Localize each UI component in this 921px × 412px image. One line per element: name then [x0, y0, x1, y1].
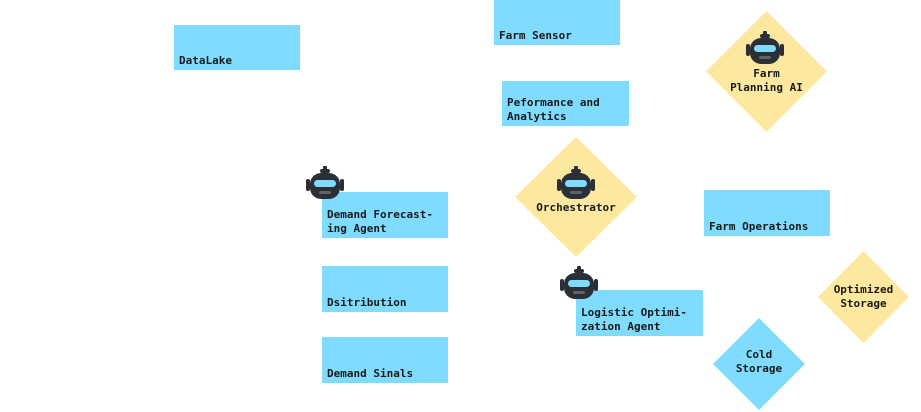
node-label: Farm Sensor [499, 29, 572, 42]
node-distribution[interactable]: Dsitribution [322, 266, 448, 312]
node-label: Dsitribution [327, 296, 407, 309]
diamond-shape [818, 251, 909, 343]
node-farm-sensor[interactable]: Farm Sensor [494, 0, 620, 45]
node-performance-analytics[interactable]: Peformance and Analytics [502, 81, 629, 126]
node-logistic-optimization-agent[interactable]: Logistic Optimi- zation Agent [576, 290, 703, 336]
node-cold-storage[interactable]: Cold Storage [713, 318, 805, 410]
node-label: Cold Storage [735, 348, 783, 375]
diamond-shape [713, 318, 805, 410]
node-label: DataLake [179, 54, 232, 67]
robot-icon [557, 166, 595, 199]
node-optimized-storage[interactable]: Optimized Storage [818, 251, 909, 343]
node-label: Optimized Storage [833, 283, 894, 310]
node-label: Farm Operations [709, 220, 809, 233]
robot-icon [306, 166, 344, 199]
node-farm-planning-ai[interactable]: Farm Planning AI [706, 11, 827, 132]
node-label: Demand Sinals [327, 367, 414, 380]
node-label: Orchestrator [536, 201, 616, 214]
robot-icon [746, 31, 784, 64]
node-datalake[interactable]: DataLake [174, 25, 300, 70]
node-label: Farm Planning AI [730, 67, 803, 94]
node-label: Demand Forecast- ing Agent [327, 208, 433, 235]
node-label: Peformance and Analytics [507, 96, 600, 123]
node-demand-forecasting-agent[interactable]: Demand Forecast- ing Agent [322, 192, 448, 238]
diamond-shape [706, 11, 827, 132]
node-label: Logistic Optimi- zation Agent [581, 306, 687, 333]
node-farm-operations[interactable]: Farm Operations [704, 190, 830, 236]
node-demand-signals[interactable]: Demand Sinals [322, 337, 448, 383]
robot-icon [560, 266, 598, 299]
